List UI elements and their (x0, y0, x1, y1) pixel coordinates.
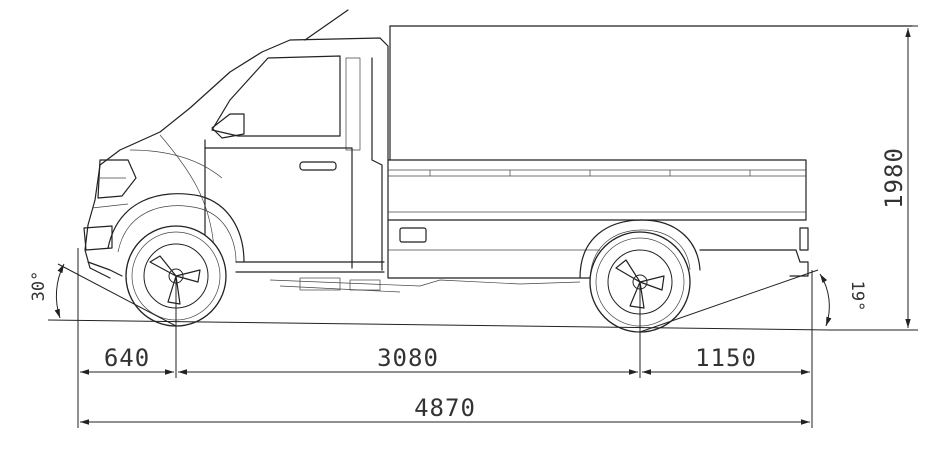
cab (83, 9, 389, 279)
cargo-bed (269, 159, 809, 293)
height-dimension (830, 25, 918, 331)
approach-angle-label: 30° (29, 271, 49, 302)
dimension-extension-lines (77, 248, 813, 428)
overall-length-label: 4870 (414, 394, 476, 422)
length-dimension-lines (80, 369, 810, 425)
overall-height-label: 1980 (880, 147, 908, 209)
departure-angle-marker (639, 269, 832, 333)
cargo-box-outline (389, 25, 913, 161)
rear-overhang-label: 1150 (695, 344, 757, 372)
wheelbase-label: 3080 (377, 344, 439, 372)
ground-line (47, 319, 831, 331)
front-overhang-label: 640 (104, 344, 150, 372)
departure-angle-label: 19° (847, 281, 867, 312)
